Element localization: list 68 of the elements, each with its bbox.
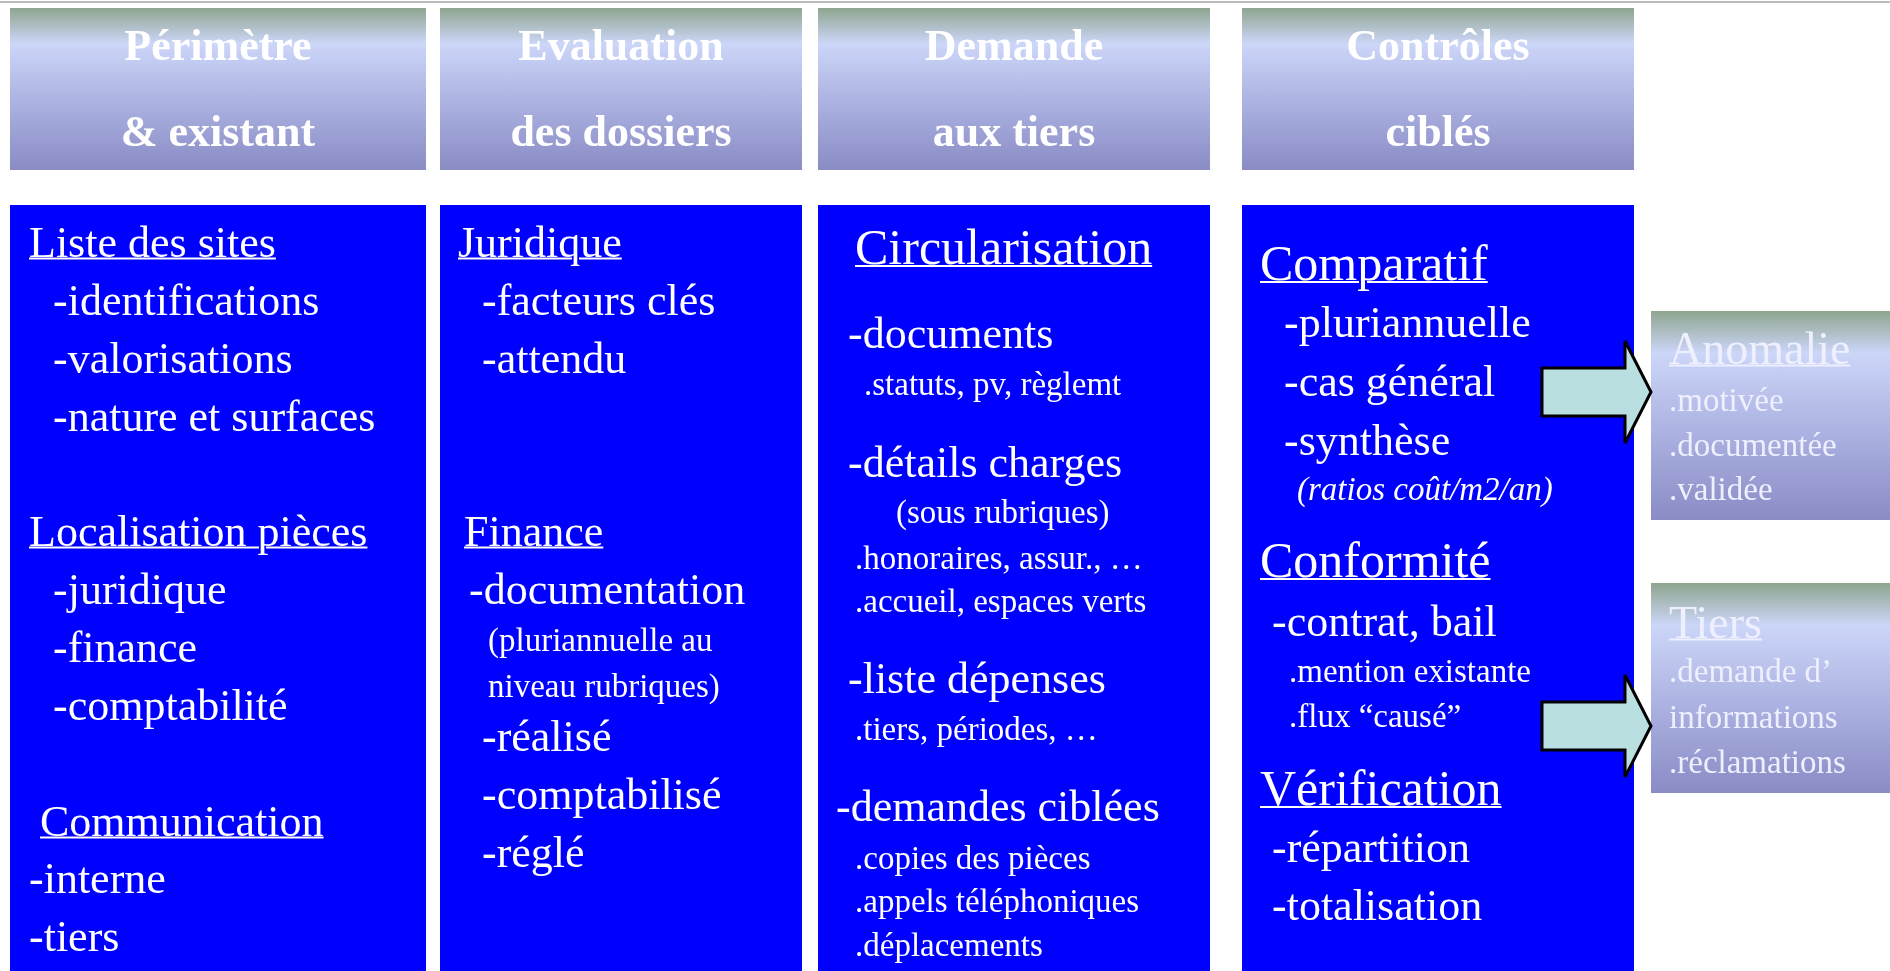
list-item: -nature et surfaces (53, 390, 376, 442)
list-item: -répartition (1272, 821, 1470, 873)
detail-text: .tiers, périodes, … (855, 710, 1098, 749)
section-heading: Anomalie (1669, 321, 1851, 375)
list-item: -juridique (53, 563, 227, 615)
section-heading: Conformité (1260, 531, 1491, 589)
column-panel (1242, 205, 1634, 971)
list-item: -cas général (1284, 355, 1496, 407)
detail-text: .accueil, espaces verts (855, 582, 1147, 621)
column-title: Périmètre & existant (119, 20, 317, 158)
block-arrow (1540, 339, 1653, 445)
list-item: -totalisation (1272, 879, 1483, 931)
detail-text: (pluriannuelle au niveau rubriques) (488, 621, 721, 706)
detail-text: .déplacements (855, 926, 1043, 965)
detail-text: .flux “causé” (1289, 697, 1462, 736)
detail-text: .honoraires, assur., … (855, 539, 1143, 578)
list-item: -valorisations (53, 332, 293, 384)
detail-text: .statuts, pv, règlemt (864, 365, 1122, 404)
section-heading: Liste des sites (29, 216, 276, 268)
block-arrow (1540, 673, 1653, 779)
list-item: -comptabilisé (482, 768, 722, 820)
list-item: -contrat, bail (1272, 595, 1497, 647)
column-header (818, 8, 1210, 170)
list-item: -comptabilité (53, 679, 288, 731)
section-heading: Communication (40, 795, 324, 847)
detail-text: .mention existante (1289, 652, 1531, 691)
detail-text: .demande d’ informations (1669, 652, 1839, 737)
column-title: Evaluation des dossiers (509, 20, 733, 158)
list-item: -liste dépenses (848, 652, 1106, 704)
column-header (10, 8, 426, 170)
list-item: -documents (848, 307, 1054, 359)
outcome-box (1651, 583, 1890, 793)
list-item: -réalisé (482, 710, 612, 762)
detail-text: .appels téléphoniques (855, 882, 1140, 921)
column-title: Demande aux tiers (923, 20, 1105, 158)
list-item: -finance (53, 621, 198, 673)
outcome-box (1651, 311, 1890, 520)
column-header (440, 8, 802, 170)
list-item: -synthèse (1284, 414, 1451, 466)
detail-text: .motivée (1669, 381, 1784, 420)
detail-text: (ratios coût/m2/an) (1297, 470, 1553, 508)
column-panel (10, 205, 426, 971)
detail-text: .réclamations (1669, 743, 1846, 782)
list-item: -facteurs clés (482, 274, 716, 326)
section-heading: Finance (464, 505, 604, 557)
section-heading: Circularisation (855, 218, 1153, 276)
list-item: -identifications (53, 274, 320, 326)
column-panel (440, 205, 802, 971)
list-item: -détails charges (848, 436, 1123, 488)
section-heading: Tiers (1669, 595, 1762, 649)
list-item: -documentation (469, 563, 746, 615)
section-heading: Comparatif (1260, 234, 1488, 292)
section-heading: Localisation pièces (29, 505, 368, 557)
detail-text: .validée (1669, 470, 1773, 509)
list-item: -tiers (29, 910, 120, 962)
column-panel (818, 205, 1210, 971)
section-heading: Juridique (458, 216, 622, 268)
detail-text: .documentée (1669, 426, 1837, 465)
list-item: -demandes ciblées (836, 780, 1160, 832)
column-header (1242, 8, 1634, 170)
list-item: -réglé (482, 826, 585, 878)
column-title: Contrôles ciblés (1345, 20, 1531, 158)
list-item: -interne (29, 852, 166, 904)
detail-text: (sous rubriques) (896, 493, 1110, 532)
detail-text: .copies des pièces (855, 839, 1091, 878)
list-item: -attendu (482, 332, 627, 384)
section-heading: Vérification (1260, 759, 1502, 817)
list-item: -pluriannuelle (1284, 296, 1531, 348)
